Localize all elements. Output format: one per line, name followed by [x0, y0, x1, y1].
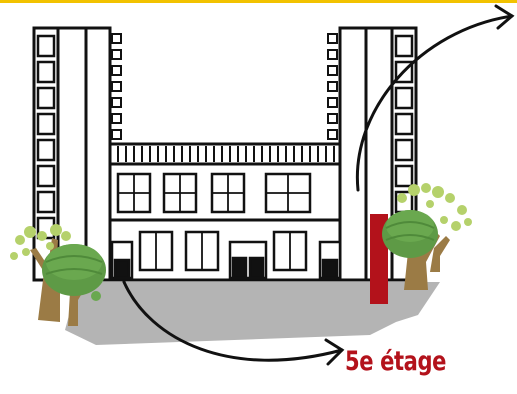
- left-tower: [32, 26, 112, 282]
- left-tower-small-windows: [111, 33, 122, 140]
- upper-window-mullions: [118, 174, 310, 212]
- ground-plaza: [65, 282, 440, 345]
- arrow-to-label: [122, 280, 345, 366]
- roof-railing: [117, 146, 335, 162]
- tree-left: [10, 224, 106, 326]
- arrow-upper-right: [355, 4, 515, 192]
- tree-right: [382, 183, 472, 290]
- doors: [110, 240, 342, 280]
- lower-window-mullions: [155, 232, 291, 270]
- top-accent-line: [0, 0, 517, 3]
- floor-label: 5e étage: [345, 346, 447, 377]
- right-tower-small-windows: [327, 33, 338, 140]
